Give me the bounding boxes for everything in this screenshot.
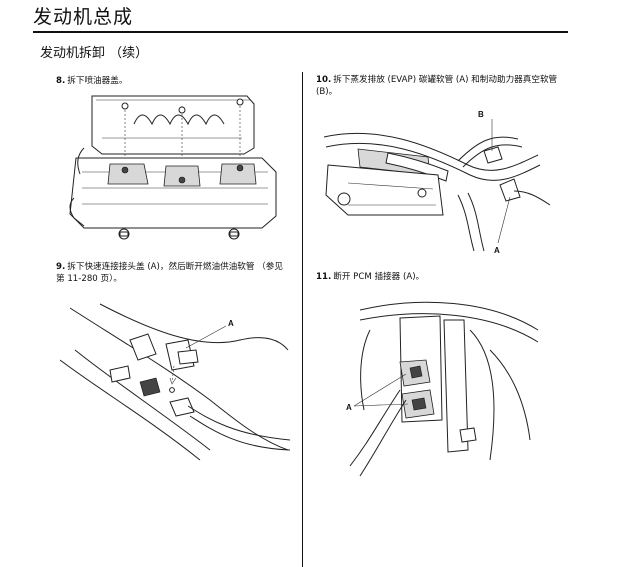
step-number: 11. (316, 272, 332, 282)
step-number: 10. (316, 75, 332, 85)
step-text: 拆下蒸发排放 (EVAP) 碳罐软管 (A) 和制动助力器真空软管 (B)。 (316, 75, 558, 97)
step-text: 拆下快速连接接头盖 (A)，然后断开燃油供油软管 （参见第 11-280 页）。 (56, 262, 283, 284)
step-text: 拆下喷油器盖。 (67, 76, 128, 86)
step-8: 8.拆下喷油器盖。 (56, 75, 286, 87)
step-number: 8. (56, 76, 66, 86)
quick-connect-illustration: A (60, 303, 290, 461)
step-10: 10.拆下蒸发排放 (EVAP) 碳罐软管 (A) 和制动助力器真空软管 (B)… (316, 74, 568, 98)
section-title: 发动机拆卸 （续） (40, 46, 149, 61)
header-rule (33, 31, 568, 33)
callout-a: A (228, 319, 234, 328)
evap-hose-illustration: B A (323, 110, 551, 255)
callout-b: B (478, 110, 484, 119)
step-9: 9.拆下快速连接接头盖 (A)，然后断开燃油供油软管 （参见第 11-280 页… (56, 261, 290, 285)
injector-cover-illustration (69, 95, 277, 240)
column-divider (302, 72, 303, 567)
callout-a: A (494, 246, 500, 255)
callout-a: A (346, 403, 352, 412)
step-11: 11.断开 PCM 插接器 (A)。 (316, 271, 568, 283)
pcm-connector-illustration: A (346, 301, 539, 477)
page-title: 发动机总成 (33, 6, 134, 28)
step-number: 9. (56, 262, 66, 272)
step-text: 断开 PCM 插接器 (A)。 (333, 272, 425, 282)
